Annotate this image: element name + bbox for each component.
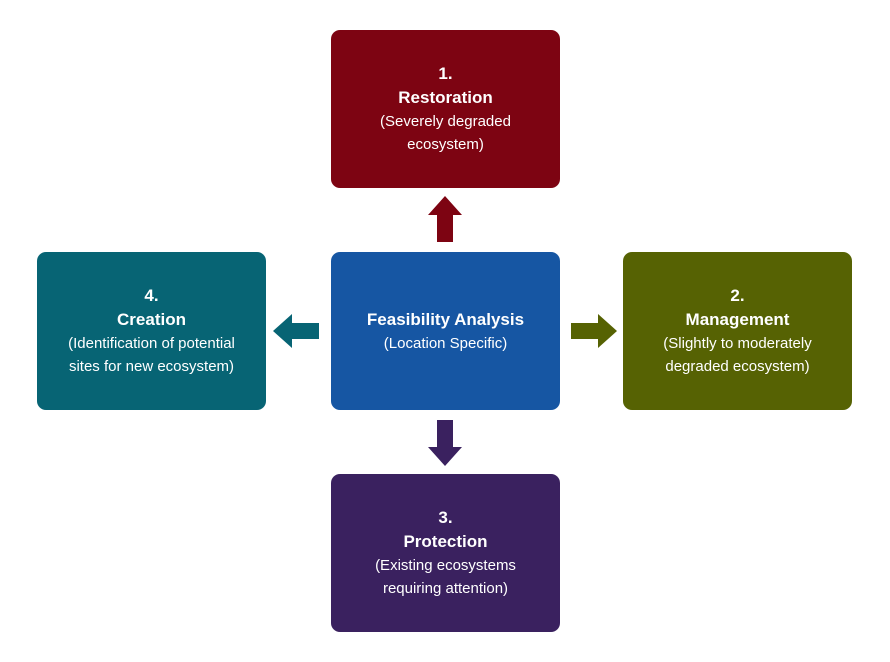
restoration-box: 1. Restoration (Severely degraded ecosys… — [331, 30, 560, 188]
restoration-number: 1. — [438, 64, 453, 83]
protection-box: 3. Protection (Existing ecosystems requi… — [331, 474, 560, 632]
creation-description-line-1: (Identification of potential — [68, 335, 235, 352]
management-description-line-2: degraded ecosystem) — [665, 358, 810, 375]
creation-description-line-2: sites for new ecosystem) — [68, 358, 235, 375]
protection-number: 3. — [438, 508, 453, 527]
management-description-line-1: (Slightly to moderately — [663, 335, 812, 352]
arrow-down-icon — [428, 420, 462, 466]
management-number: 2. — [730, 286, 745, 305]
creation-box: 4. Creation (Identification of potential… — [37, 252, 266, 410]
protection-title: Protection — [403, 532, 488, 551]
feasibility-analysis-title: Feasibility Analysis — [366, 309, 525, 329]
arrow-right-icon — [571, 314, 617, 348]
arrow-up-icon — [428, 196, 462, 242]
feasibility-analysis-description: (Location Specific) — [383, 334, 508, 352]
management-box: 2. Management (Slightly to moderately de… — [623, 252, 852, 410]
management-title: Management — [685, 310, 790, 329]
protection-description-line-2: requiring attention) — [382, 580, 509, 597]
arrow-left-icon — [273, 314, 319, 348]
protection-description-line-1: (Existing ecosystems — [375, 557, 516, 574]
creation-title: Creation — [117, 310, 186, 329]
feasibility-analysis-box: Feasibility Analysis (Location Specific) — [331, 252, 560, 410]
restoration-description-line-2: ecosystem) — [407, 136, 484, 153]
creation-number: 4. — [144, 286, 159, 305]
restoration-description-line-1: (Severely degraded — [380, 113, 511, 130]
restoration-title: Restoration — [398, 88, 493, 107]
